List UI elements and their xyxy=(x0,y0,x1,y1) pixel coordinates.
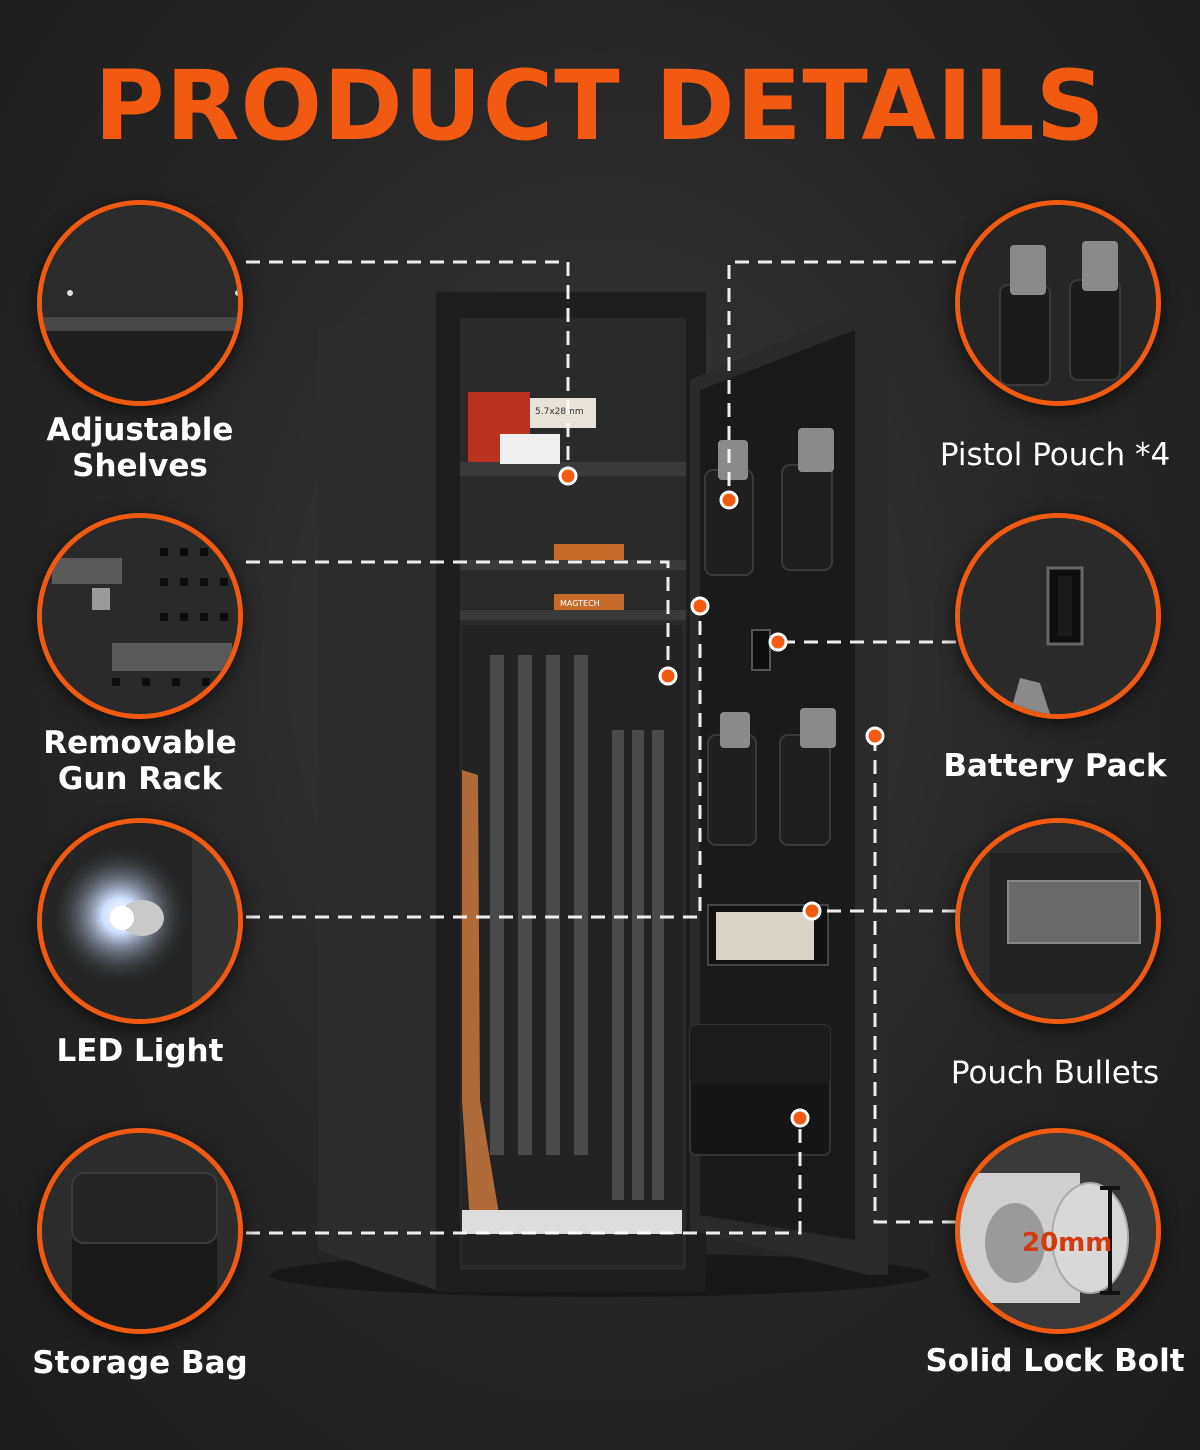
feature-label-battery-pack: Battery Pack xyxy=(943,748,1167,784)
marker-dot xyxy=(558,466,578,486)
marker-dot xyxy=(790,1108,810,1128)
feature-label-adjustable-shelves: Adjustable Shelves xyxy=(46,412,234,484)
feature-label-led-light: LED Light xyxy=(56,1033,224,1069)
leader-led-light xyxy=(246,606,702,919)
marker-dot xyxy=(690,596,710,616)
lock-bolt-icon: 20mm xyxy=(955,1128,1161,1334)
brand-box-label: MAGTECH xyxy=(560,599,600,608)
pistol-pouch-icon xyxy=(955,200,1161,406)
marker-dot xyxy=(865,726,885,746)
pouch-bullets-icon xyxy=(955,818,1161,1024)
battery-pack-icon xyxy=(955,513,1161,719)
bolt-measurement: 20mm xyxy=(1022,1228,1112,1258)
shelf-icon xyxy=(37,200,243,406)
marker-dot xyxy=(719,490,739,510)
leader-storage-bag xyxy=(246,1118,802,1235)
storage-bag-icon xyxy=(37,1128,243,1334)
marker-dot xyxy=(658,666,678,686)
ammo-box-label: 5.7x28mm xyxy=(535,407,584,417)
feature-label-removable-gun-rack: Removable Gun Rack xyxy=(43,725,237,797)
marker-dot xyxy=(802,901,822,921)
feature-label-pistol-pouch: Pistol Pouch *4 xyxy=(939,437,1171,473)
page-title: PRODUCT DETAILS xyxy=(94,50,1106,162)
feature-label-storage-bag: Storage Bag xyxy=(32,1345,248,1381)
marker-dot xyxy=(768,632,788,652)
feature-label-pouch-bullets: Pouch Bullets xyxy=(950,1055,1160,1091)
led-light-icon xyxy=(37,818,243,1024)
feature-label-solid-lock-bolt: Solid Lock Bolt xyxy=(925,1343,1185,1379)
gun-rack-icon xyxy=(37,513,243,719)
leader-adjustable-shelves xyxy=(246,260,570,476)
leader-removable-gun-rack xyxy=(246,560,670,676)
leader-solid-lock-bolt xyxy=(873,736,956,1224)
leader-pistol-pouch xyxy=(727,260,956,500)
